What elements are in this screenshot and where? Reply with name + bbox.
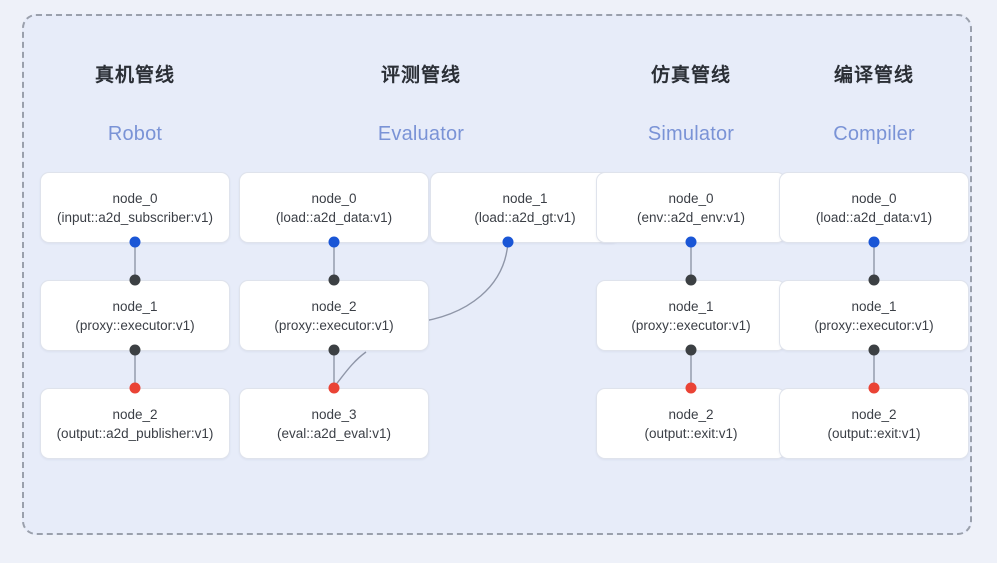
node-name: node_2	[668, 406, 714, 422]
node-sim-node-1[interactable]: node_1 (proxy::executor:v1)	[596, 280, 786, 351]
node-spec: (output::exit:v1)	[644, 425, 738, 441]
column-subtitle-compiler: Compiler	[833, 123, 915, 145]
node-comp-node-1[interactable]: node_1 (proxy::executor:v1)	[779, 280, 969, 351]
port-output-eval-node-1[interactable]	[502, 236, 514, 248]
column-subtitle-evaluator: Evaluator	[377, 123, 465, 145]
port-output-robot-node-0[interactable]	[129, 236, 141, 248]
node-name: node_3	[311, 406, 357, 422]
node-name: node_1	[851, 298, 897, 314]
column-subtitle-robot: Robot	[107, 123, 163, 145]
column-title-evaluator: 评测管线	[380, 65, 461, 86]
port-input-sim-node-1[interactable]	[685, 274, 697, 286]
port-output-sim-node-1[interactable]	[685, 344, 697, 356]
node-name: node_0	[311, 190, 357, 206]
node-name: node_1	[112, 298, 158, 314]
node-spec: (env::a2d_env:v1)	[636, 209, 746, 225]
port-input-comp-node-2[interactable]	[868, 382, 880, 394]
node-name: node_1	[502, 190, 548, 206]
node-name: node_2	[112, 406, 158, 422]
node-sim-node-2[interactable]: node_2 (output::exit:v1)	[596, 388, 786, 459]
node-spec: (load::a2d_data:v1)	[815, 209, 933, 225]
node-name: node_0	[668, 190, 714, 206]
node-eval-node-1[interactable]: node_1 (load::a2d_gt:v1)	[430, 172, 620, 243]
port-input-sim-node-2[interactable]	[685, 382, 697, 394]
port-output-eval-node-0[interactable]	[328, 236, 340, 248]
node-eval-node-2[interactable]: node_2 (proxy::executor:v1)	[239, 280, 429, 351]
node-spec: (output::a2d_publisher:v1)	[56, 425, 214, 441]
pipeline-column-compiler: 编译管线 Compiler	[779, 0, 969, 563]
port-input-eval-node-2[interactable]	[328, 274, 340, 286]
node-eval-node-0[interactable]: node_0 (load::a2d_data:v1)	[239, 172, 429, 243]
node-name: node_1	[668, 298, 714, 314]
port-output-comp-node-1[interactable]	[868, 344, 880, 356]
node-spec: (proxy::executor:v1)	[75, 317, 195, 333]
column-title-simulator: 仿真管线	[650, 65, 731, 86]
port-output-comp-node-0[interactable]	[868, 236, 880, 248]
node-robot-node-2[interactable]: node_2 (output::a2d_publisher:v1)	[40, 388, 230, 459]
node-spec: (proxy::executor:v1)	[814, 317, 934, 333]
node-spec: (proxy::executor:v1)	[631, 317, 751, 333]
node-name: node_2	[851, 406, 897, 422]
column-subtitle-simulator: Simulator	[647, 123, 735, 145]
port-output-sim-node-0[interactable]	[685, 236, 697, 248]
column-title-compiler: 编译管线	[833, 65, 914, 86]
node-name: node_0	[851, 190, 897, 206]
node-spec: (eval::a2d_eval:v1)	[276, 425, 392, 441]
node-sim-node-0[interactable]: node_0 (env::a2d_env:v1)	[596, 172, 786, 243]
port-input-comp-node-1[interactable]	[868, 274, 880, 286]
node-robot-node-0[interactable]: node_0 (input::a2d_subscriber:v1)	[40, 172, 230, 243]
node-spec: (input::a2d_subscriber:v1)	[56, 209, 214, 225]
port-input-robot-node-2[interactable]	[129, 382, 141, 394]
port-output-eval-node-2[interactable]	[328, 344, 340, 356]
port-output-robot-node-1[interactable]	[129, 344, 141, 356]
node-name: node_0	[112, 190, 158, 206]
node-spec: (load::a2d_data:v1)	[275, 209, 393, 225]
pipeline-column-robot: 真机管线 Robot	[40, 0, 230, 563]
node-eval-node-3[interactable]: node_3 (eval::a2d_eval:v1)	[239, 388, 429, 459]
port-input-eval-node-3[interactable]	[328, 382, 340, 394]
column-title-robot: 真机管线	[94, 65, 175, 86]
node-spec: (load::a2d_gt:v1)	[474, 209, 576, 225]
node-comp-node-2[interactable]: node_2 (output::exit:v1)	[779, 388, 969, 459]
port-input-robot-node-1[interactable]	[129, 274, 141, 286]
pipeline-column-simulator: 仿真管线 Simulator	[596, 0, 786, 563]
node-spec: (proxy::executor:v1)	[274, 317, 394, 333]
node-comp-node-0[interactable]: node_0 (load::a2d_data:v1)	[779, 172, 969, 243]
node-robot-node-1[interactable]: node_1 (proxy::executor:v1)	[40, 280, 230, 351]
pipeline-column-evaluator: 评测管线 Evaluator	[326, 0, 516, 563]
node-spec: (output::exit:v1)	[827, 425, 921, 441]
node-name: node_2	[311, 298, 357, 314]
